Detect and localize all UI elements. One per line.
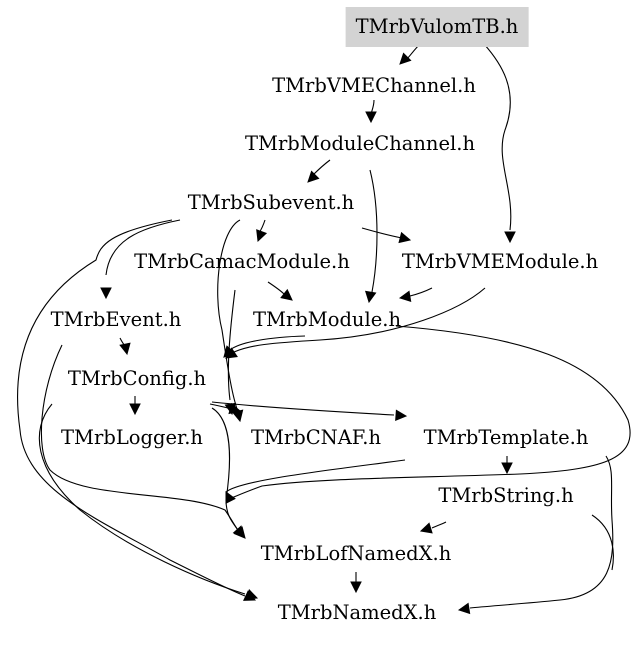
node-tmrbconfig[interactable]: TMrbConfig.h	[67, 367, 207, 390]
node-tmrblogger[interactable]: TMrbLogger.h	[61, 426, 203, 449]
arrowhead-icon	[119, 342, 131, 356]
node-tmrbsubevent[interactable]: TMrbSubevent.h	[187, 191, 355, 214]
edge-line	[233, 287, 486, 353]
arrowhead-icon	[398, 231, 412, 244]
node-tmrblofnamedx[interactable]: TMrbLofNamedX.h	[260, 542, 452, 565]
node-tmrbvmemodule[interactable]: TMrbVMEModule.h	[401, 250, 599, 273]
edge-line	[312, 159, 331, 176]
node-tmrbvmechannel[interactable]: TMrbVMEChannel.h	[272, 74, 476, 97]
edge-string-to-namedx	[591, 514, 614, 571]
node-tmrbnamedx[interactable]: TMrbNamedX.h	[277, 601, 437, 624]
edge-line	[267, 281, 285, 295]
edge-subevent-to-camacmodule	[256, 219, 268, 243]
node-tmrbmodule[interactable]: TMrbModule.h	[252, 308, 402, 331]
edge-line	[17, 219, 246, 597]
edge-vulomtb-to-vmechannel	[399, 43, 421, 65]
edge-template-to-lofnamedx	[225, 459, 406, 493]
edge-line	[105, 219, 181, 276]
edge-lofnamedx-to-namedx	[350, 572, 362, 594]
edge-config-to-template	[211, 401, 408, 422]
edge-module-to-config	[223, 335, 306, 358]
edge-line	[469, 455, 614, 609]
node-tmrbtemplate[interactable]: TMrbTemplate.h	[423, 426, 589, 449]
arrowhead-icon	[256, 229, 268, 243]
edge-line	[361, 227, 403, 239]
edge-vmechannel-to-modulechannel	[365, 99, 377, 124]
edge-vulomtb-to-vmemodule	[483, 43, 516, 244]
edge-line	[225, 325, 631, 501]
arrowhead-icon	[232, 525, 245, 538]
edge-subevent-to-event	[100, 219, 181, 300]
arrowhead-icon	[129, 403, 141, 416]
edge-subevent-to-vmemodule	[361, 227, 412, 244]
arrowhead-icon	[419, 522, 433, 534]
edge-template-to-string	[501, 455, 513, 475]
edge-template-to-namedx	[457, 455, 614, 615]
arrowhead-icon	[501, 462, 513, 475]
edge-line	[38, 403, 246, 595]
edge-event-to-config	[119, 337, 131, 356]
edge-line	[409, 287, 433, 297]
node-tmrbmodulechannel[interactable]: TMrbModuleChannel.h	[244, 132, 476, 155]
arrowhead-icon	[457, 602, 471, 615]
arrowhead-icon	[245, 588, 259, 600]
edge-line	[229, 335, 306, 351]
edge-line	[225, 459, 406, 493]
edge-camacmodule-to-module	[267, 281, 293, 301]
arrowhead-icon	[364, 290, 377, 304]
arrowhead-icon	[100, 287, 112, 300]
arrowhead-icon	[395, 409, 408, 422]
edge-line	[211, 407, 239, 531]
edge-modulechannel-to-module	[364, 169, 378, 304]
arrowhead-icon	[398, 290, 412, 303]
node-tmrbevent[interactable]: TMrbEvent.h	[50, 308, 182, 331]
arrowhead-icon	[350, 581, 362, 594]
edge-config-to-namedx	[38, 403, 259, 600]
edge-line	[217, 219, 241, 413]
arrowhead-icon	[228, 402, 242, 415]
node-tmrbstring[interactable]: TMrbString.h	[438, 484, 574, 507]
node-tmrbvulomtb[interactable]: TMrbVulomTB.h	[345, 7, 529, 47]
edge-string-to-lofnamedx	[419, 521, 447, 534]
edge-line	[591, 514, 614, 571]
edge-config-to-logger	[129, 396, 141, 416]
edge-config-to-cnaf	[209, 402, 242, 415]
edge-line	[369, 169, 378, 293]
node-tmrbcamacmodule[interactable]: TMrbCamacModule.h	[134, 250, 350, 273]
edge-line	[431, 521, 447, 529]
arrowhead-icon	[280, 288, 293, 301]
edge-config-to-lofnamedx	[211, 407, 245, 538]
arrowhead-icon	[365, 111, 377, 124]
arrowhead-icon	[307, 170, 320, 183]
edge-vmemodule-to-module	[398, 287, 433, 303]
arrowhead-icon	[399, 52, 412, 65]
arrowhead-icon	[223, 345, 236, 358]
arrowhead-icon	[504, 231, 516, 244]
edge-line	[483, 43, 512, 231]
node-tmrbcnaf[interactable]: TMrbCNAF.h	[250, 426, 382, 449]
edge-line	[211, 401, 395, 416]
edge-modulechannel-to-subevent	[307, 159, 331, 183]
edge-line	[227, 289, 236, 401]
